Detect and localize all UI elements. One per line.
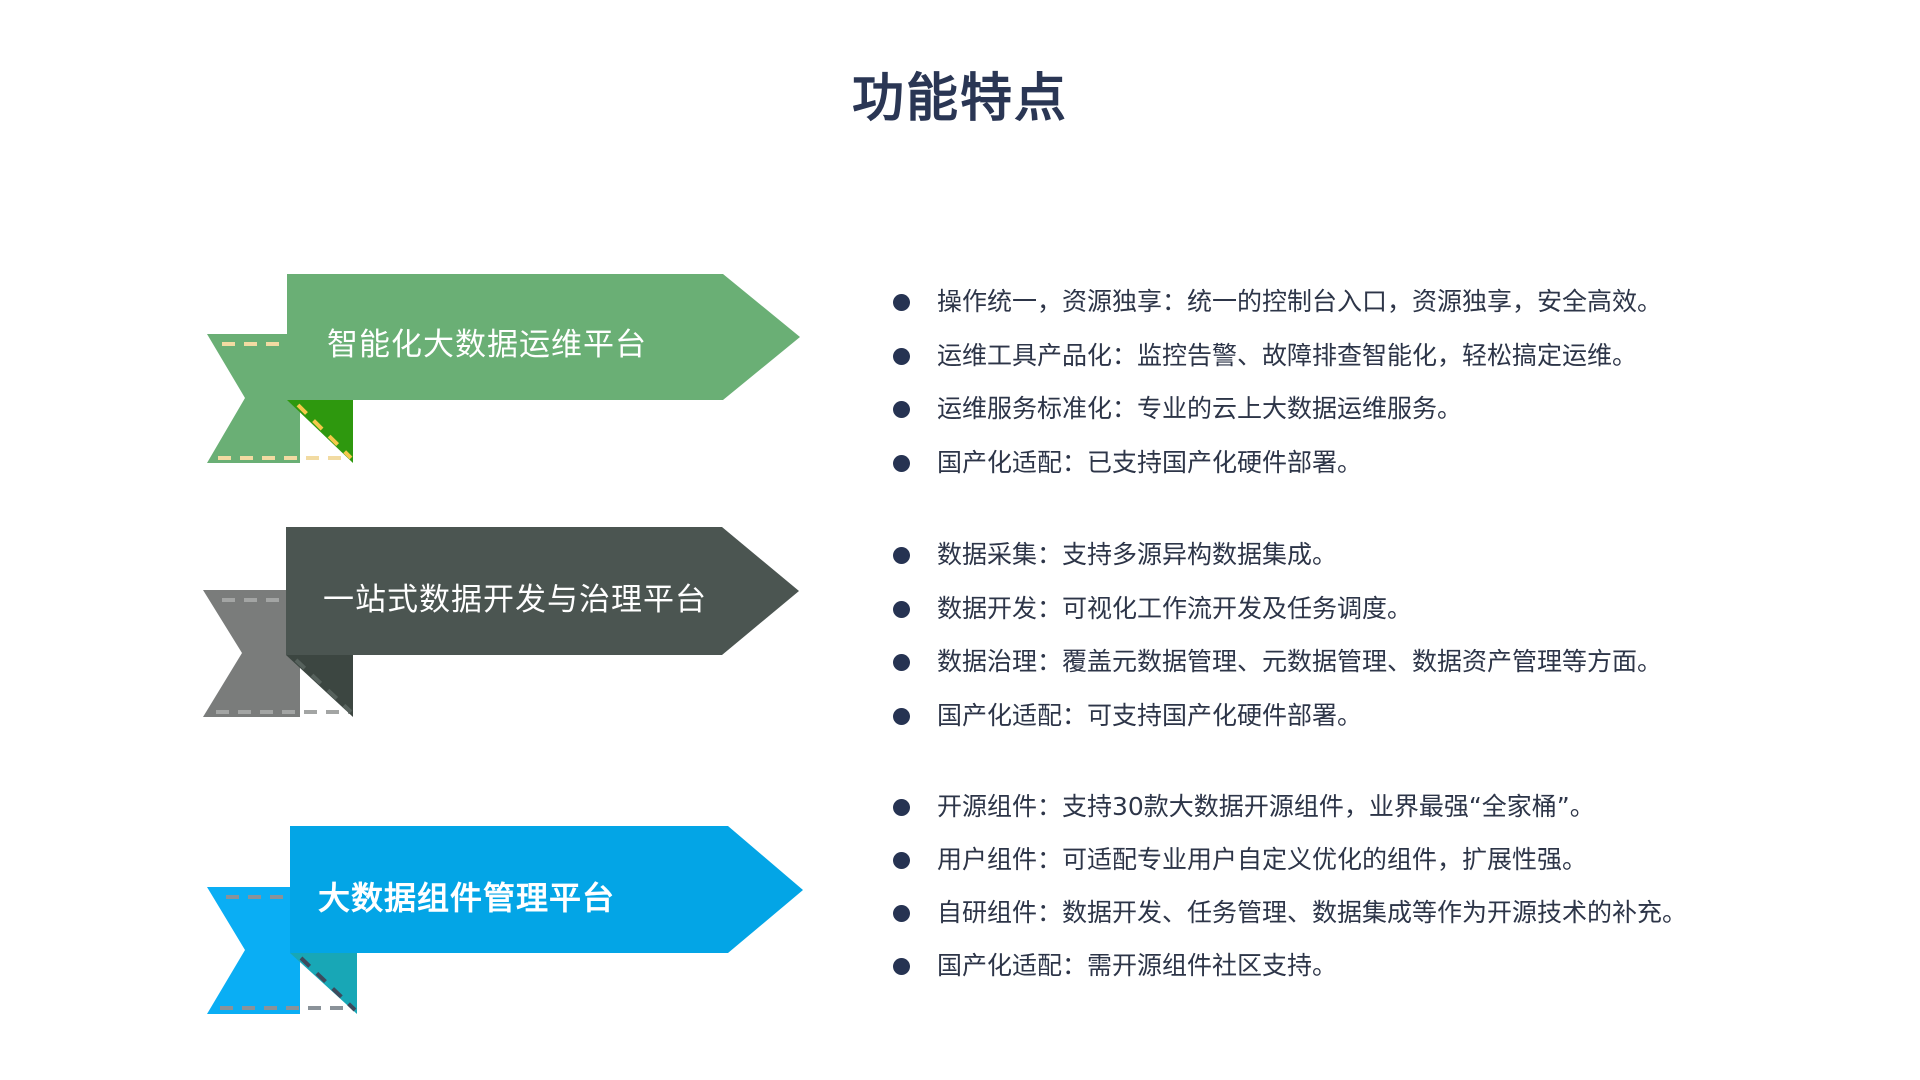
list-item: 国产化适配：可支持国产化硬件部署。 (893, 698, 1362, 734)
ribbon-fold (290, 953, 357, 1014)
list-item: 运维工具产品化：监控告警、故障排查智能化，轻松搞定运维。 (893, 338, 1637, 374)
list-item: 自研组件：数据开发、任务管理、数据集成等作为开源技术的补充。 (893, 895, 1687, 931)
list-item-text: 自研组件：数据开发、任务管理、数据集成等作为开源技术的补充。 (937, 898, 1688, 927)
list-item: 开源组件：支持30款大数据开源组件，业界最强“全家桶”。 (893, 789, 1595, 825)
ribbon-fold (286, 655, 353, 717)
bullet-icon (893, 957, 910, 975)
bullet-icon (893, 653, 910, 671)
list-item: 数据采集：支持多源异构数据集成。 (893, 537, 1337, 573)
list-item-text: 数据治理：覆盖元数据管理、元数据管理、数据资产管理等方面。 (937, 647, 1663, 676)
list-item-text: 运维服务标准化：专业的云上大数据运维服务。 (937, 394, 1463, 423)
bullet-icon (893, 454, 910, 472)
bullet-icon (893, 600, 910, 618)
list-item-text: 运维工具产品化：监控告警、故障排查智能化，轻松搞定运维。 (937, 341, 1638, 370)
list-item-text: 国产化适配：已支持国产化硬件部署。 (937, 448, 1363, 477)
ribbon-arrow-body (290, 826, 803, 953)
list-item-text: 操作统一，资源独享：统一的控制台入口，资源独享，安全高效。 (937, 287, 1663, 316)
list-item: 国产化适配：已支持国产化硬件部署。 (893, 445, 1362, 481)
list-item: 数据开发：可视化工作流开发及任务调度。 (893, 591, 1412, 627)
ribbon-fold (287, 400, 353, 463)
bullet-icon (893, 546, 910, 564)
page-title: 功能特点 (851, 69, 1068, 129)
bullet-icon (893, 400, 910, 418)
ribbon-arrow-body (286, 527, 799, 655)
bullet-icon (893, 707, 910, 725)
ribbon-label-1: 智能化大数据运维平台 (327, 327, 647, 363)
ribbon-tail (207, 334, 300, 463)
ribbon-arrow-body (287, 274, 800, 400)
ribbon-arrow-2 (203, 527, 799, 717)
list-item: 用户组件：可适配专业用户自定义优化的组件，扩展性强。 (893, 842, 1587, 878)
bullet-icon (893, 904, 910, 922)
ribbon-arrow-1 (207, 274, 800, 463)
list-item-text: 数据开发：可视化工作流开发及任务调度。 (937, 594, 1413, 623)
ribbon-tail (203, 590, 300, 717)
ribbon-tail (207, 887, 300, 1014)
list-item-text: 用户组件：可适配专业用户自定义优化的组件，扩展性强。 (937, 845, 1588, 874)
list-item-text: 数据采集：支持多源异构数据集成。 (937, 540, 1338, 569)
bullet-icon (893, 851, 910, 869)
list-item: 数据治理：覆盖元数据管理、元数据管理、数据资产管理等方面。 (893, 644, 1662, 680)
list-item-text: 国产化适配：需开源组件社区支持。 (937, 951, 1338, 980)
ribbon-label-2: 一站式数据开发与治理平台 (323, 582, 707, 618)
list-item: 操作统一，资源独享：统一的控制台入口，资源独享，安全高效。 (893, 284, 1662, 320)
list-item-text: 国产化适配：可支持国产化硬件部署。 (937, 701, 1363, 730)
bullet-icon (893, 293, 910, 311)
ribbon-arrow-3 (207, 826, 803, 1014)
list-item: 运维服务标准化：专业的云上大数据运维服务。 (893, 391, 1462, 427)
bullet-icon (893, 798, 910, 816)
ribbon-label-3: 大数据组件管理平台 (318, 879, 616, 917)
list-item: 国产化适配：需开源组件社区支持。 (893, 948, 1337, 984)
list-item-text: 开源组件：支持30款大数据开源组件，业界最强“全家桶”。 (937, 792, 1595, 821)
bullet-icon (893, 347, 910, 365)
